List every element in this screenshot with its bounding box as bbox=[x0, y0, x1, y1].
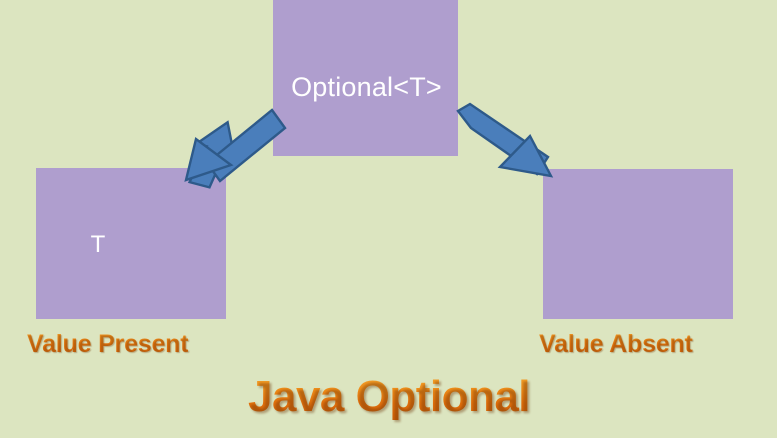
diagram-title: Java Optional bbox=[248, 372, 531, 421]
node-value-present-label: T bbox=[90, 230, 106, 258]
caption-value-present: Value Present bbox=[27, 330, 189, 358]
node-optional[interactable]: Optional<T> bbox=[273, 0, 458, 156]
node-value-absent[interactable] bbox=[543, 169, 733, 319]
node-optional-label: Optional<T> bbox=[291, 71, 442, 102]
caption-value-absent: Value Absent bbox=[539, 330, 693, 358]
node-value-present[interactable]: T bbox=[36, 168, 226, 319]
